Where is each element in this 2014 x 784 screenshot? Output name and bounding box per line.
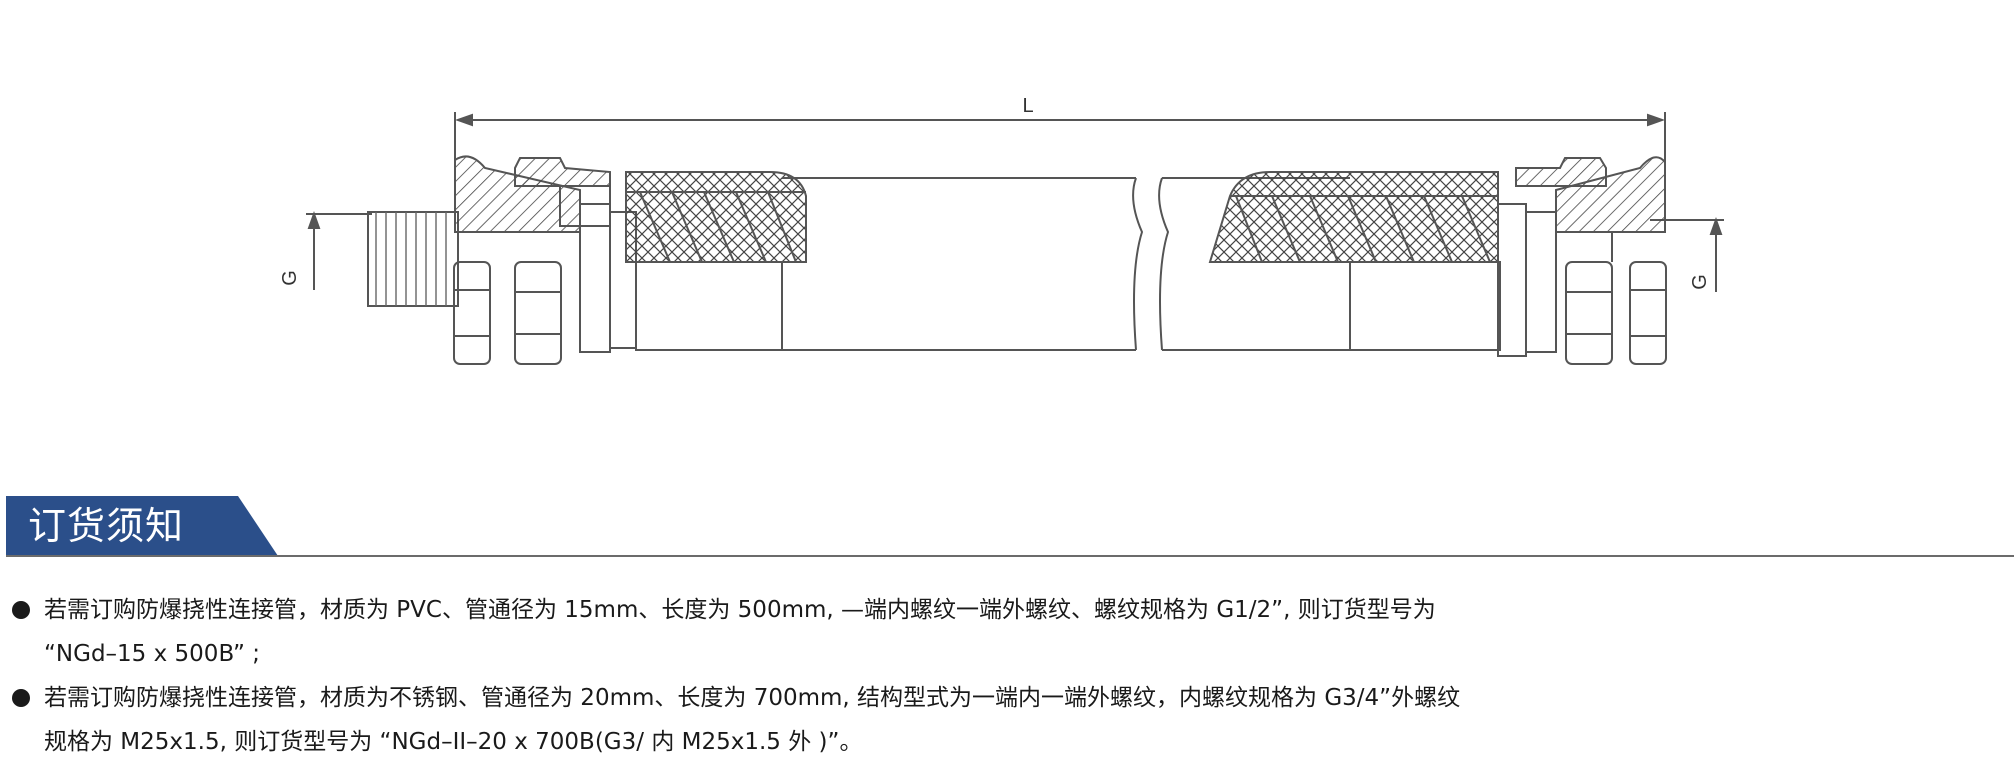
banner-shape: [6, 496, 278, 556]
note-line: 若需订购防爆挠性连接管，材质为不锈钢、管通径为 20mm、长度为 700mm, …: [44, 685, 1461, 711]
list-item: 若需订购防爆挠性连接管，材质为 PVC、管通径为 15mm、长度为 500mm,…: [8, 588, 1998, 676]
section-divider: [6, 555, 2014, 557]
right-fitting: [1208, 156, 1667, 365]
hose-assembly-drawing: L G G: [279, 95, 1724, 365]
ordering-notes: 若需订购防爆挠性连接管，材质为 PVC、管通径为 15mm、长度为 500mm,…: [8, 588, 1998, 764]
section-title: 订货须知: [28, 504, 185, 548]
note-line: “NGd–15 x 500B” ;: [44, 641, 260, 667]
section-banner: 订货须知: [6, 496, 278, 556]
note-line: 规格为 M25x1.5, 则订货型号为 “NGd–II–20 x 700B(G3…: [44, 729, 863, 755]
bullet-icon: [12, 601, 30, 619]
length-label: L: [1022, 95, 1033, 117]
left-g-label: G: [279, 270, 301, 286]
length-dimension: [454, 112, 1666, 168]
bullet-icon: [12, 689, 30, 707]
list-item: 若需订购防爆挠性连接管，材质为不锈钢、管通径为 20mm、长度为 700mm, …: [8, 676, 1998, 764]
left-thread-dimension: [306, 211, 372, 290]
left-fitting: [367, 155, 807, 365]
right-g-label: G: [1689, 274, 1711, 290]
note-line: 若需订购防爆挠性连接管，材质为 PVC、管通径为 15mm、长度为 500mm,…: [44, 597, 1436, 623]
